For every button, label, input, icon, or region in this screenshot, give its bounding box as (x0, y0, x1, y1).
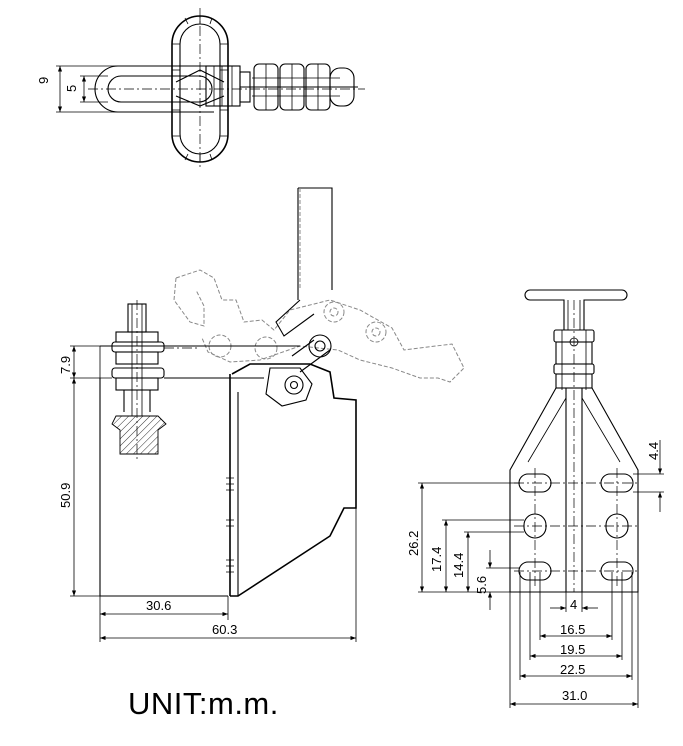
dim-22-5: 22.5 (560, 662, 585, 677)
dim-16-5: 16.5 (560, 622, 585, 637)
side-view (70, 187, 465, 642)
dim-7-9: 7.9 (58, 356, 73, 374)
dim-9: 9 (36, 77, 51, 84)
dim-19-5: 19.5 (560, 642, 585, 657)
dim-14-4: 14.4 (451, 553, 466, 578)
dim-17-4: 17.4 (429, 547, 444, 572)
front-view (418, 289, 664, 708)
dim-4-4: 4.4 (646, 442, 661, 460)
dim-60-3: 60.3 (212, 622, 237, 637)
dim-26-2: 26.2 (406, 531, 421, 556)
base-body (230, 363, 357, 597)
dim-5: 5 (64, 85, 79, 92)
rubber-tip (111, 415, 167, 455)
dim-30-6: 30.6 (146, 598, 171, 613)
dim-5-6: 5.6 (474, 576, 489, 594)
dim-50-9: 50.9 (58, 483, 73, 508)
top-view (56, 8, 365, 170)
unit-label: UNIT:m.m. (128, 686, 279, 721)
dim-4: 4 (570, 597, 577, 612)
dim-31-0: 31.0 (562, 688, 587, 703)
